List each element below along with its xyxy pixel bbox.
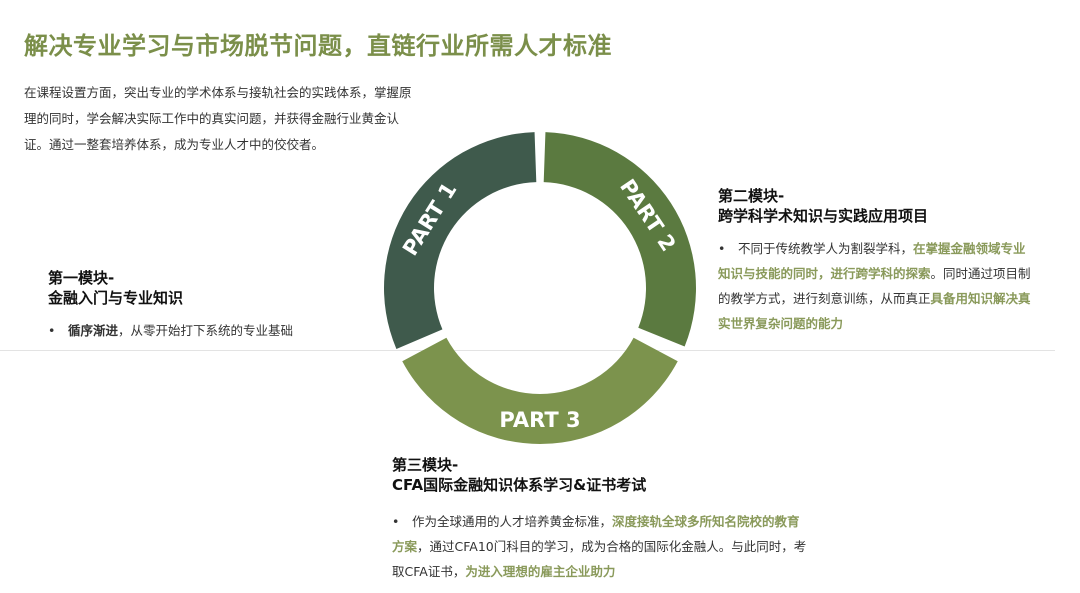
ring-segment-part-2 [543, 132, 696, 347]
module-2-title: 第二模块- 跨学科学术知识与实践应用项目 [718, 186, 928, 226]
body-text: 。同时通过项目制的教学方式，进行刻意训练，从而真正 [718, 266, 1031, 306]
ring-segment-part-1 [383, 132, 537, 349]
intro-paragraph: 在课程设置方面，突出专业的学术体系与接轨社会的实践体系，掌握原理的同时，学会解决… [24, 85, 412, 152]
module-1-title-line1: 第一模块- [48, 269, 115, 287]
highlight-text: 在掌握金融领域专业知识与技能的同时，进行跨学科的探索 [718, 241, 1026, 281]
module-3-title: 第三模块- CFA国际金融知识体系学习&证书考试 [392, 455, 646, 495]
page-title: 解决专业学习与市场脱节问题，直链行业所需人才标准 [24, 32, 612, 60]
divider-line [0, 350, 1055, 351]
module-2-title-line1: 第二模块- [718, 187, 785, 205]
module-3-title-line1: 第三模块- [392, 456, 459, 474]
ring-segment-part-3 [402, 337, 678, 445]
module-1-title: 第一模块- 金融入门与专业知识 [48, 268, 183, 308]
module-2-body: • 不同于传统教学人为割裂学科，在掌握金融领域专业知识与技能的同时，进行跨学科的探… [718, 236, 1033, 336]
module-1-title-line2: 金融入门与专业知识 [48, 289, 184, 307]
body-text: 循序渐进 [68, 323, 119, 338]
bullet-icon: • [392, 514, 400, 529]
bullet-icon: • [718, 241, 726, 256]
module-3-title-line2: CFA国际金融知识体系学习&证书考试 [392, 476, 647, 494]
highlight-text: 深度接轨全球多所知名院校的教育方案 [392, 514, 800, 554]
module-3-body: • 作为全球通用的人才培养黄金标准，深度接轨全球多所知名院校的教育方案，通过CFA… [392, 509, 812, 584]
highlight-text: 为进入理想的雇主企业助力 [465, 564, 616, 579]
part-3-label: PART 3 [499, 408, 580, 432]
body-text: 作为全球通用的人才培养黄金标准， [412, 514, 613, 529]
module-2-title-line2: 跨学科学术知识与实践应用项目 [718, 207, 929, 225]
bullet-icon: • [48, 323, 56, 338]
body-text: 不同于传统教学人为割裂学科， [738, 241, 914, 256]
body-text: ，从零开始打下系统的专业基础 [118, 323, 294, 338]
module-1-body: • 循序渐进，从零开始打下系统的专业基础 [48, 318, 378, 343]
body-text: ，通过CFA10门科目的学习，成为合格的国际化金融人。与此同时，考取CFA证书， [392, 539, 807, 579]
highlight-text: 具备用知识解决真实世界复杂问题的能力 [718, 291, 1031, 331]
